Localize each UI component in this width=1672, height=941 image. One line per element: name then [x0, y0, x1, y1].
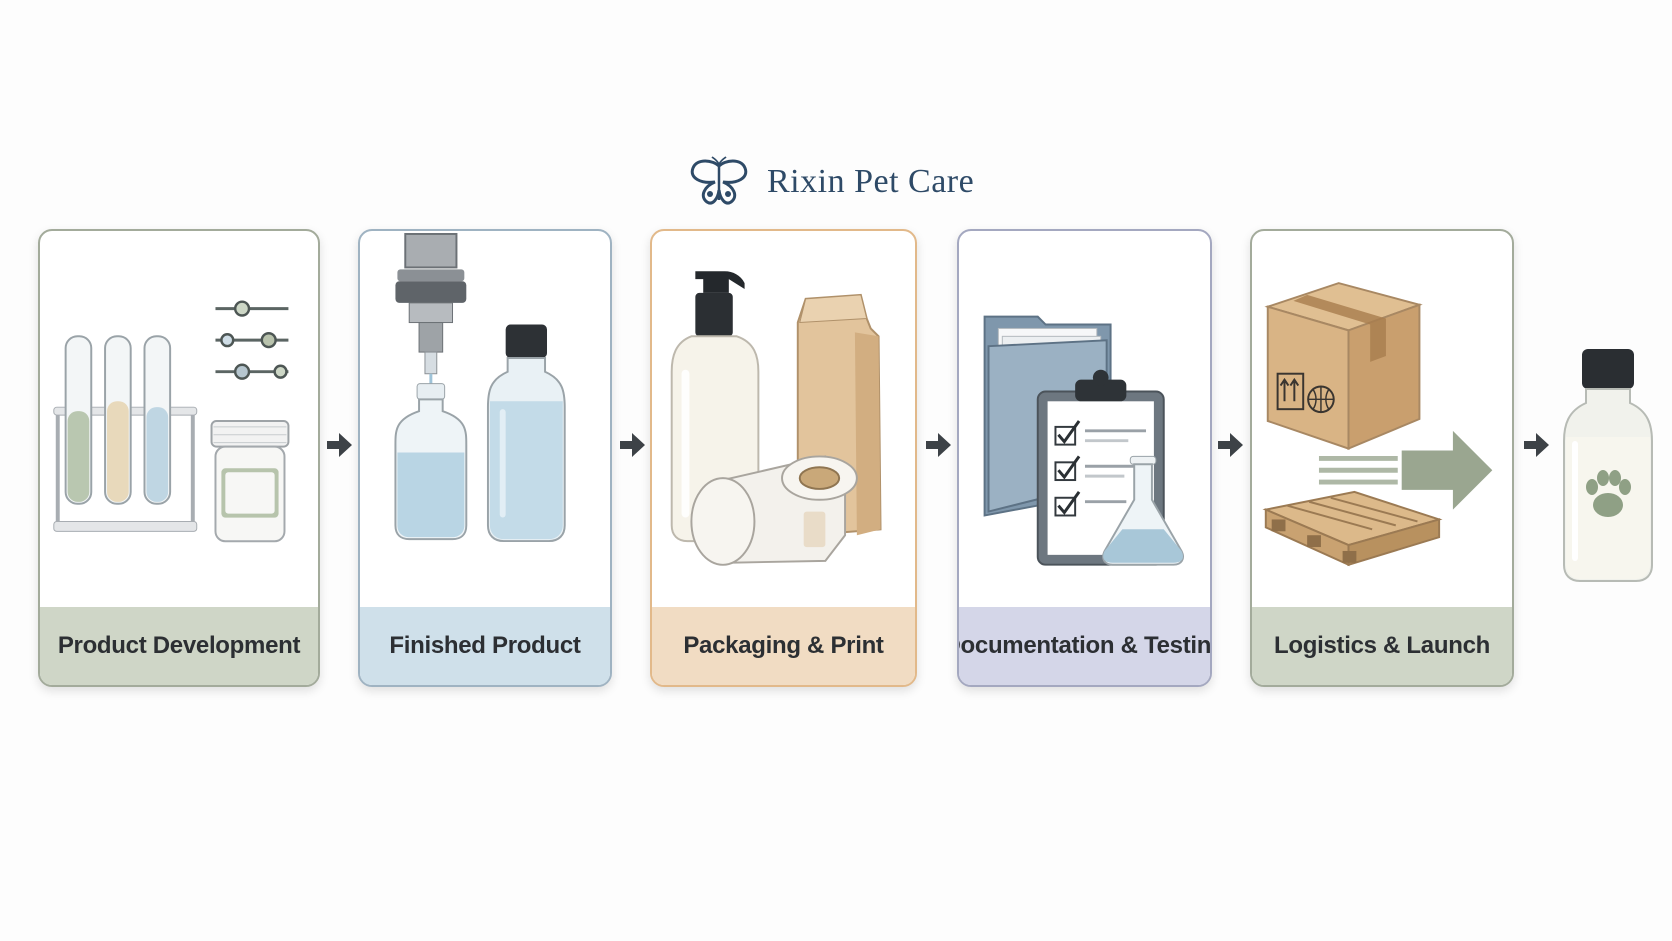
- paw-icon: [1586, 470, 1631, 517]
- label-roll-icon: [690, 455, 858, 566]
- stage-card-product-development: Product Development: [38, 229, 320, 687]
- stage-card-packaging-print: Packaging & Print: [650, 229, 917, 687]
- shipping-box-icon: [1264, 282, 1423, 451]
- brand-header: Rixin Pet Care: [685, 156, 974, 208]
- stage-illustration: [360, 231, 610, 609]
- test-tubes-icon: [53, 335, 198, 532]
- stage-card-logistics-launch: Logistics & Launch: [1250, 229, 1514, 687]
- stage-label: Logistics & Launch: [1252, 607, 1512, 685]
- stage-label: Packaging & Print: [652, 607, 915, 685]
- sliders-icon: [215, 300, 289, 380]
- pallet-icon: [1262, 490, 1443, 567]
- arrow-right-icon: [922, 428, 954, 462]
- forward-arrow-icon: [1318, 430, 1493, 510]
- stage-label: Documentation & Testing: [959, 607, 1210, 685]
- flask-icon: [1102, 455, 1184, 566]
- paw-bottle-icon: [1563, 349, 1653, 582]
- butterfly-logo-icon: [690, 156, 748, 205]
- stage-label: Product Development: [40, 607, 318, 685]
- arrow-right-icon: [616, 428, 648, 462]
- final-product-bottle: [1558, 345, 1658, 585]
- bottle-icon: [486, 324, 566, 543]
- stage-illustration: [40, 231, 318, 609]
- arrow-right-icon: [1520, 428, 1552, 462]
- stage-card-finished-product: Finished Product: [358, 229, 612, 687]
- dropper-bottle-icon: [394, 383, 468, 541]
- stage-illustration: [959, 231, 1210, 609]
- arrow-right-icon: [323, 428, 355, 462]
- stage-card-documentation-testing: Documentation & Testing: [957, 229, 1212, 687]
- stage-illustration: [652, 231, 915, 609]
- stage-label: Finished Product: [360, 607, 610, 685]
- jar-icon: [210, 420, 290, 543]
- arrow-right-icon: [1214, 428, 1246, 462]
- stage-illustration: [1252, 231, 1512, 609]
- brand-name: Rixin Pet Care: [767, 163, 975, 200]
